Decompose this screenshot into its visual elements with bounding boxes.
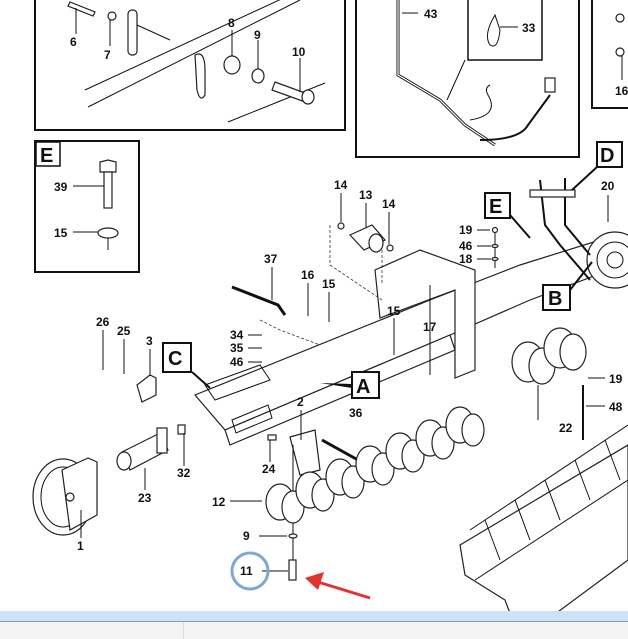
main-callouts: 14 13 14 37 16 15 15 19 46 18 20 26 25 3… [77, 178, 623, 578]
red-arrow-icon [305, 572, 371, 600]
callout-9: 9 [243, 529, 250, 543]
viewer-bottom-panel [0, 622, 628, 639]
callout-39: 39 [54, 180, 68, 194]
letter-box-d: D [600, 145, 614, 167]
callout-37: 37 [264, 252, 278, 266]
letter-box-b: B [548, 288, 562, 310]
callout-15: 15 [322, 277, 336, 291]
callout-14: 14 [382, 197, 396, 211]
callout-34: 34 [230, 328, 244, 342]
callout-3: 3 [146, 334, 153, 348]
callout-17: 17 [423, 320, 437, 334]
track-rollers [265, 327, 587, 524]
callout-46: 46 [230, 355, 244, 369]
callout-26: 26 [96, 315, 110, 329]
callout-43: 43 [424, 7, 438, 21]
callout-13: 13 [359, 188, 373, 202]
callout-8: 8 [228, 16, 235, 30]
callout-33: 33 [522, 21, 536, 35]
letter-box-e: E [489, 196, 502, 218]
callout-19: 19 [609, 372, 623, 386]
callout-16-top-right: 16 [615, 84, 628, 98]
callout-1: 1 [77, 539, 84, 553]
track-frame-assembly [32, 178, 628, 639]
detail-frame-top-middle: 43 33 [355, 0, 580, 158]
callout-48: 48 [609, 400, 623, 414]
highlight-circle [230, 551, 270, 591]
track-chain [459, 424, 628, 639]
letter-box-c: C [168, 348, 182, 370]
letter-boxes: E D B C A [162, 141, 623, 399]
callout-18: 18 [459, 252, 473, 266]
letter-box-a: A [356, 376, 370, 398]
callout-15-detail: 15 [54, 226, 68, 240]
callout-2: 2 [297, 395, 304, 409]
callout-6: 6 [70, 35, 77, 49]
viewer-status-bar [0, 611, 628, 622]
callout-25: 25 [117, 324, 131, 338]
detail-frame-top-left: 6 7 8 9 10 [34, 0, 346, 131]
detail-frame-e: E 39 15 [34, 140, 140, 273]
callout-16: 16 [301, 268, 315, 282]
callout-14: 14 [334, 178, 348, 192]
callout-9: 9 [254, 28, 261, 42]
callout-11: 11 [240, 564, 253, 578]
callout-24: 24 [262, 462, 276, 476]
callout-32: 32 [177, 466, 191, 480]
callout-20: 20 [601, 179, 615, 193]
callout-10: 10 [292, 45, 306, 59]
callout-12: 12 [212, 495, 226, 509]
callout-7: 7 [104, 48, 111, 62]
detail-frame-top-right: 16 [591, 0, 628, 109]
callout-35: 35 [230, 341, 244, 355]
panel-divider [183, 622, 184, 639]
callout-15: 15 [387, 304, 401, 318]
callout-46: 46 [459, 239, 473, 253]
callout-19: 19 [459, 223, 473, 237]
callout-22: 22 [559, 421, 573, 435]
callout-23: 23 [138, 491, 152, 505]
callout-36: 36 [349, 406, 363, 420]
detail-e-letter: E [40, 145, 53, 167]
